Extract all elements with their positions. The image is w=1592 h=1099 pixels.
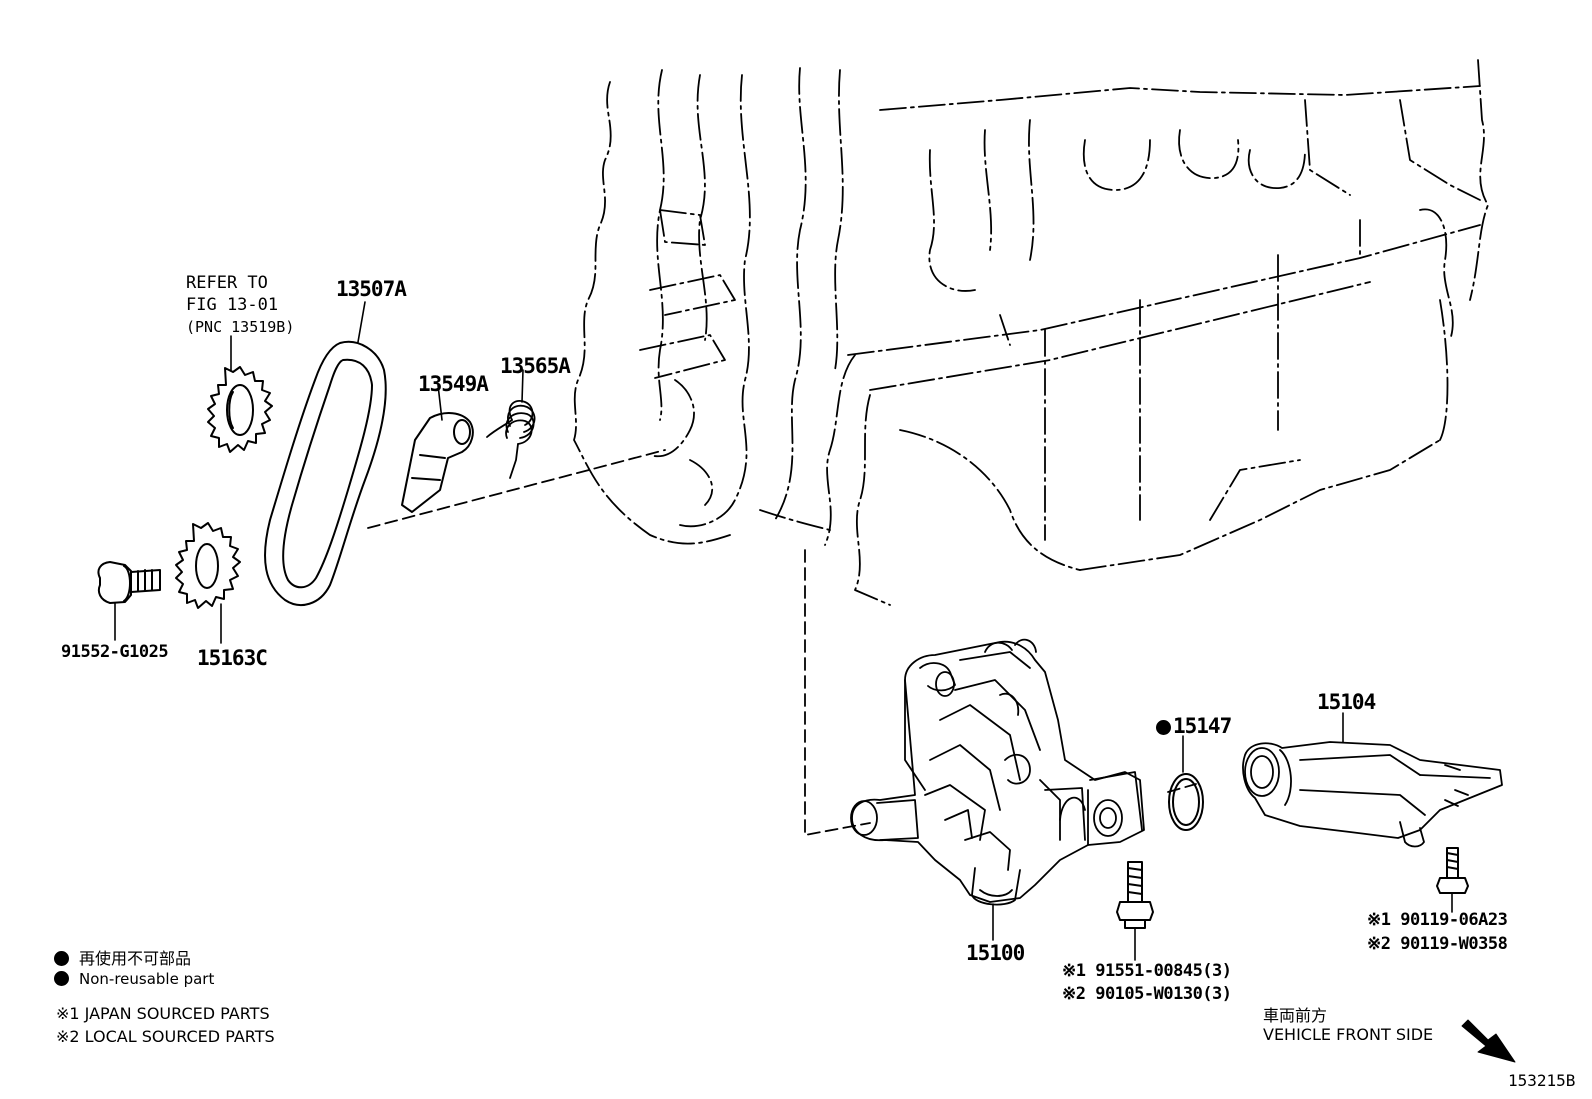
leader-13507A <box>357 301 366 343</box>
pump-bolt-japan[interactable]: ※1 91551-00845(3) <box>1062 961 1232 981</box>
part-13549A[interactable]: 13549A <box>418 372 489 396</box>
part-13565A[interactable]: 13565A <box>500 354 571 378</box>
part-15100[interactable]: 15100 <box>966 941 1025 965</box>
legend-dot-icon <box>54 951 69 966</box>
part-15163C[interactable]: 15163C <box>197 646 268 670</box>
strainer-bolt <box>1436 847 1469 894</box>
pump-bolt <box>1116 861 1154 929</box>
strainer-bolt-japan[interactable]: ※1 90119-06A23 <box>1367 910 1508 930</box>
non-reusable-mark <box>1156 720 1171 735</box>
torsion-spring <box>486 400 536 479</box>
engine-block-outline <box>573 59 1489 606</box>
alignment-lines <box>367 449 1197 836</box>
timing-chain <box>264 340 387 606</box>
part-15147[interactable]: 15147 <box>1156 714 1232 738</box>
strainer-bolt-local[interactable]: ※2 90119-W0358 <box>1367 934 1508 954</box>
pump-bolt-local[interactable]: ※2 90105-W0130(3) <box>1062 984 1232 1004</box>
leader-13549A <box>437 384 443 421</box>
tensioner-arm <box>401 412 474 513</box>
drive-sprocket-upper <box>207 366 273 453</box>
refer-line1: REFER TO <box>186 273 268 293</box>
legend-japan-sourced: ※1 JAPAN SOURCED PARTS <box>56 1004 270 1023</box>
part-91552-G1025[interactable]: 91552-G1025 <box>61 642 169 662</box>
sprocket-bolt <box>97 561 161 604</box>
oil-strainer <box>1242 741 1503 848</box>
legend-dot-icon <box>54 971 69 986</box>
refer-line3: (PNC 13519B) <box>186 318 295 336</box>
leader-13565A <box>521 369 524 403</box>
legend-non-reusable-jp: 再使用不可部品 <box>54 945 191 969</box>
part-13507A[interactable]: 13507A <box>336 277 407 301</box>
vehicle-front-arrow <box>1461 1019 1516 1063</box>
crank-sprocket <box>175 522 241 609</box>
oil-pump-assembly <box>850 638 1145 906</box>
direction-jp: 車両前方 <box>1263 1006 1328 1025</box>
part-15104[interactable]: 15104 <box>1317 690 1376 714</box>
legend-local-sourced: ※2 LOCAL SOURCED PARTS <box>56 1027 275 1046</box>
o-ring <box>1168 773 1204 831</box>
refer-line2: FIG 13-01 <box>186 295 279 315</box>
legend-non-reusable-en: Non-reusable part <box>54 970 214 988</box>
direction-en: VEHICLE FRONT SIDE <box>1263 1025 1434 1044</box>
figure-id: 153215B <box>1508 1071 1576 1090</box>
